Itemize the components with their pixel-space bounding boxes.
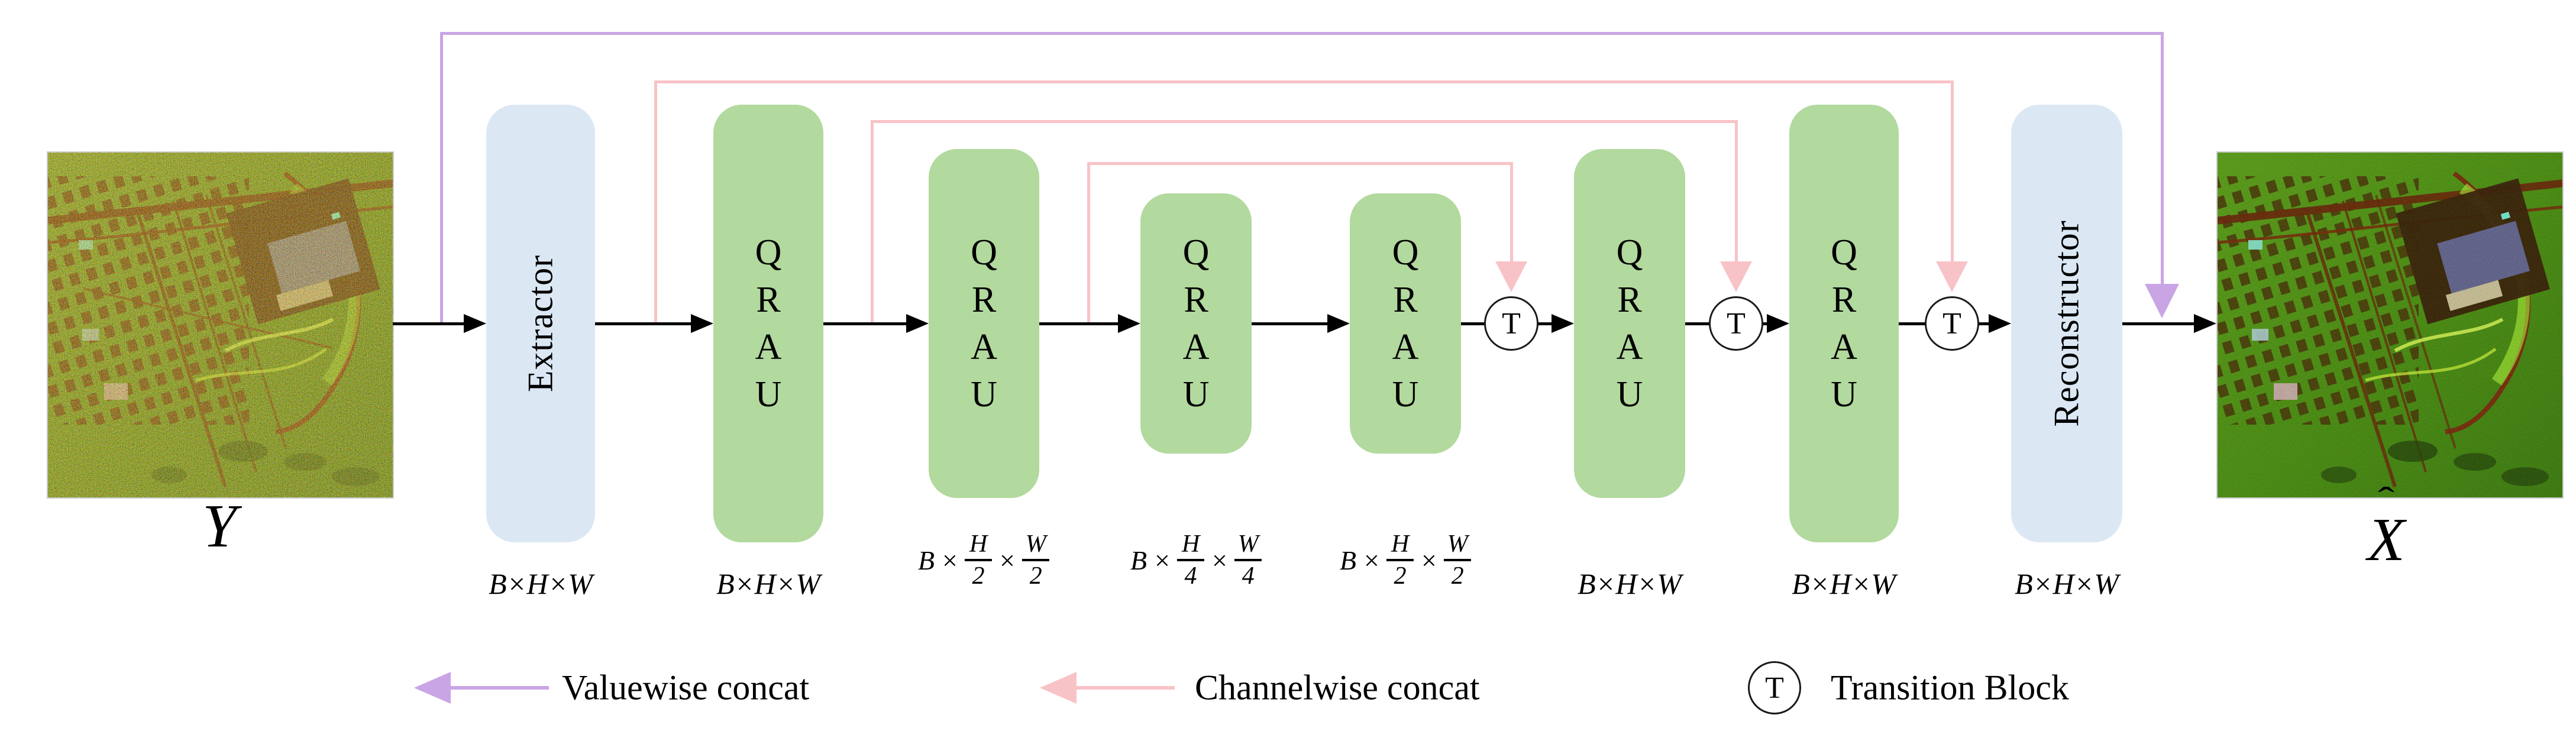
noisy-satellite-image	[48, 153, 393, 497]
block-qrau-3-label: Q R A U	[1182, 232, 1210, 415]
output-image	[2216, 151, 2564, 499]
valuewise-skip-right-leg	[2160, 32, 2164, 285]
flow-arrow-t3-to-reconstructor	[1978, 313, 2011, 334]
block-qrau-5: Q R A U	[1574, 149, 1685, 498]
output-label-hat: ˆ	[2378, 480, 2394, 519]
block-qrau-2: Q R A U	[929, 149, 1039, 498]
valuewise-skip-left-leg	[439, 32, 443, 324]
channelwise-skip-2-arrowhead	[1720, 261, 1752, 292]
flow-arrow-reconstructor-to-output	[2122, 313, 2216, 334]
block-reconstructor-label: Reconstructor	[2047, 220, 2086, 427]
channelwise-skip-1-left-leg	[654, 80, 657, 324]
dim-label-extractor: B×H×W	[489, 567, 593, 600]
block-qrau-3: Q R A U	[1140, 193, 1252, 454]
block-qrau-5-label: Q R A U	[1616, 232, 1643, 415]
input-label: Y	[202, 492, 237, 560]
block-qrau-2-label: Q R A U	[971, 232, 997, 415]
channelwise-skip-1-top-line	[654, 80, 1954, 83]
output-label: ˆ X	[2367, 482, 2405, 574]
flow-arrow-qrau3-to-qrau4	[1252, 313, 1350, 334]
valuewise-skip-arrowhead	[2145, 284, 2179, 318]
block-extractor-label: Extractor	[521, 254, 560, 393]
transition-legend-label: Transition Block	[1831, 668, 2069, 707]
dim-label-qrau-5: B×H×W	[1578, 567, 1682, 600]
flow-arrow-t1-to-qrau5	[1537, 313, 1574, 334]
block-qrau-4: Q R A U	[1350, 193, 1461, 454]
dim-label-reconstructor: B×H×W	[2015, 567, 2119, 600]
flow-line-qrau4-to-t1	[1461, 322, 1486, 325]
transition-legend-icon: T	[1748, 661, 1801, 714]
valuewise-legend-label: Valuewise concat	[562, 668, 810, 707]
block-qrau-6-label: Q R A U	[1831, 232, 1857, 415]
flow-line-qrau6-to-t3	[1899, 322, 1926, 325]
channelwise-skip-1-right-leg	[1950, 80, 1954, 261]
input-image	[47, 151, 394, 499]
channelwise-skip-1-arrowhead	[1936, 261, 1968, 292]
block-reconstructor: Reconstructor	[2011, 105, 2122, 542]
block-extractor: Extractor	[486, 105, 595, 542]
valuewise-skip-top-line	[439, 32, 2164, 35]
channelwise-skip-2-top-line	[870, 120, 1738, 123]
transition-block-3: T	[1925, 296, 1979, 351]
transition-block-1: T	[1484, 296, 1539, 351]
channelwise-skip-3-top-line	[1087, 162, 1513, 165]
flow-arrow-qrau2-to-qrau3	[1039, 313, 1140, 334]
flow-arrow-qrau1-to-qrau2	[823, 313, 929, 334]
flow-arrow-extractor-to-qrau1	[595, 313, 713, 334]
block-qrau-1: Q R A U	[713, 105, 823, 542]
output-label-base: X	[2367, 506, 2405, 574]
block-qrau-6: Q R A U	[1789, 105, 1899, 542]
channelwise-legend-label: Channelwise concat	[1195, 668, 1480, 707]
channelwise-skip-2-right-leg	[1734, 120, 1738, 261]
flow-arrow-t2-to-qrau6	[1762, 313, 1789, 334]
channelwise-skip-3-right-leg	[1510, 162, 1513, 261]
channelwise-skip-3-arrowhead	[1495, 261, 1527, 292]
block-qrau-1-label: Q R A U	[755, 232, 782, 415]
flow-line-qrau5-to-t2	[1685, 322, 1710, 325]
dim-label-qrau-6: B×H×W	[1792, 567, 1896, 600]
dim-label-qrau-1: B×H×W	[716, 567, 820, 600]
transition-block-2: T	[1709, 296, 1763, 351]
block-qrau-4-label: Q R A U	[1392, 232, 1419, 415]
channelwise-skip-2-left-leg	[870, 120, 874, 324]
flow-arrow-input-to-extractor	[393, 313, 486, 334]
channelwise-skip-3-left-leg	[1087, 162, 1090, 324]
denoised-satellite-image	[2218, 153, 2562, 497]
